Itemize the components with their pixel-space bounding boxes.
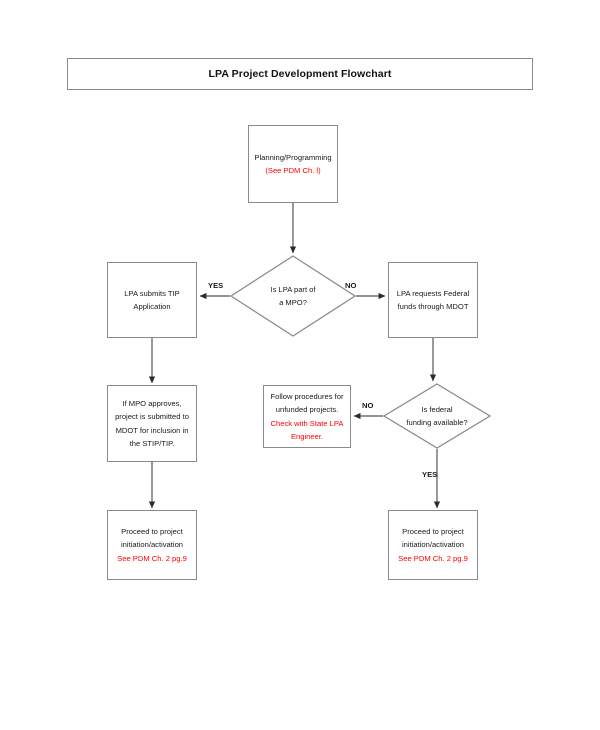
node-line: Planning/Programming: [254, 152, 332, 162]
node-lpa-submits-tip-application[interactable]: LPA submits TIP Application: [107, 262, 197, 338]
node-proceed-to-project-right[interactable]: Proceed to project initiation/activation…: [388, 510, 478, 580]
node-line-reference: (See PDM Ch. l): [265, 166, 321, 175]
diamond-shape: [383, 383, 491, 449]
decision-is-lpa-part-of-mpo[interactable]: Is LPA part of a MPO?: [230, 255, 356, 337]
node-planning-programming[interactable]: Planning/Programming (See PDM Ch. l): [248, 125, 338, 203]
node-line: Application: [133, 302, 171, 311]
page-title: LPA Project Development Flowchart: [208, 68, 392, 80]
node-line: a MPO?: [279, 298, 307, 307]
node-line: LPA requests Federal: [396, 288, 470, 298]
edge-label-yes-funding: YES: [422, 470, 438, 479]
edge-label-no-funding: NO: [362, 401, 374, 410]
node-line: Proceed to project: [402, 526, 464, 536]
node-line: funding available?: [406, 418, 468, 427]
node-line: initiation/activation: [120, 540, 184, 550]
node-line: initiation/activation: [401, 540, 465, 550]
edge-label-yes-mpo: YES: [208, 281, 224, 290]
node-line: funds through MDOT: [397, 302, 469, 311]
node-follow-unfunded-procedures[interactable]: Follow procedures for unfunded projects.…: [263, 385, 351, 448]
node-line: unfunded projects.: [275, 405, 339, 414]
node-if-mpo-approves[interactable]: If MPO approves, project is submitted to…: [107, 385, 197, 462]
node-line-warning: Engineer.: [290, 432, 324, 441]
node-line-reference: See PDM Ch. 2 pg.9: [398, 553, 468, 563]
decision-label: Is LPA part of a MPO?: [270, 283, 315, 309]
node-line: the STIP/TIP.: [129, 439, 175, 448]
node-line: Proceed to project: [121, 526, 183, 536]
node-line: If MPO approves,: [122, 398, 182, 408]
node-line: LPA submits TIP: [124, 288, 180, 298]
edge-label-no-mpo: NO: [345, 281, 357, 290]
node-line: MDOT for inclusion in: [115, 425, 189, 435]
node-line-reference: See PDM Ch. 2 pg.9: [117, 553, 187, 563]
node-lpa-requests-federal-funds[interactable]: LPA requests Federal funds through MDOT: [388, 262, 478, 338]
node-line: Is federal: [421, 405, 453, 414]
node-line: Follow procedures for: [270, 391, 344, 401]
node-line: project is submitted to: [115, 412, 189, 421]
decision-is-federal-funding-available[interactable]: Is federal funding available?: [383, 383, 491, 449]
page-title-bar: LPA Project Development Flowchart: [67, 58, 533, 90]
diamond-shape: [230, 255, 356, 337]
node-line-warning: Check with State LPA: [270, 418, 344, 428]
node-line: Is LPA part of: [270, 285, 316, 294]
node-proceed-to-project-left[interactable]: Proceed to project initiation/activation…: [107, 510, 197, 580]
decision-label: Is federal funding available?: [406, 403, 467, 429]
